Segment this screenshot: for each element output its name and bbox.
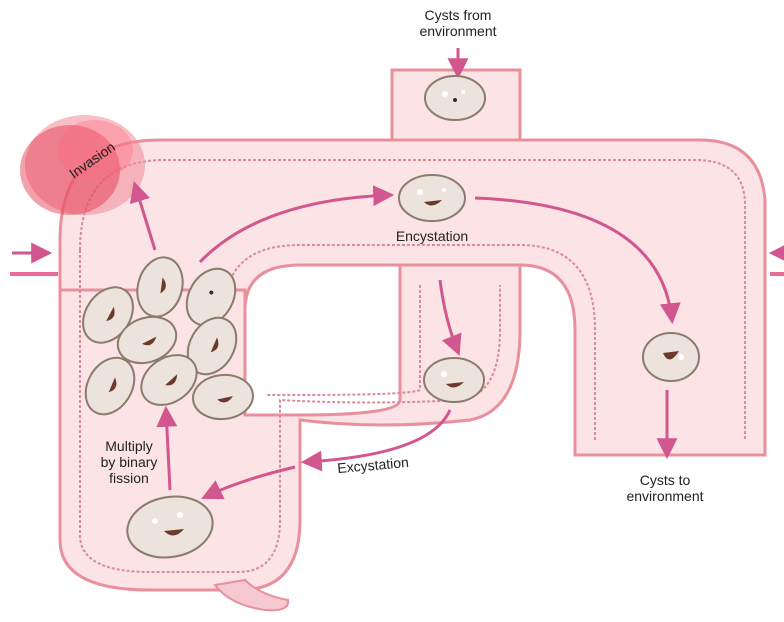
- multiply-line-3: fission: [84, 470, 174, 486]
- cysts-from-line-2: environment: [398, 23, 518, 39]
- cyst-lower-middle: [424, 358, 484, 402]
- appendix: [215, 580, 288, 610]
- cysts-from-environment-label: Cysts from environment: [398, 7, 518, 39]
- cysts-to-environment-label: Cysts to environment: [600, 472, 730, 504]
- cyst-right: [643, 333, 699, 381]
- right-bar: [770, 272, 784, 276]
- cyst-encystation: [399, 175, 465, 221]
- cysts-to-line-2: environment: [600, 488, 730, 504]
- multiply-line-2: by binary: [84, 454, 174, 470]
- cysts-to-line-1: Cysts to: [600, 472, 730, 488]
- cyst-incoming: [425, 76, 485, 120]
- multiply-label: Multiply by binary fission: [84, 438, 174, 486]
- encystation-label: Encystation: [372, 228, 492, 244]
- left-bar: [10, 272, 58, 276]
- multiply-line-1: Multiply: [84, 438, 174, 454]
- cysts-from-line-1: Cysts from: [398, 7, 518, 23]
